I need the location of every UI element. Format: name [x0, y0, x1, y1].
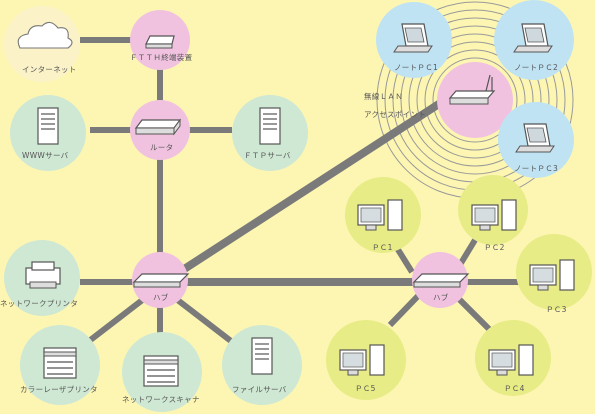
ftth-node: ＦＴＴＨ終端装置	[130, 10, 193, 70]
desktop-pc-icon	[339, 344, 385, 376]
access-point-label-line1: 無線ＬＡＮ	[364, 91, 403, 101]
pc4-node: ＰＣ4	[475, 320, 551, 396]
hub-icon	[132, 273, 190, 288]
color-printer-label: カラーレーザプリンタ	[20, 385, 98, 394]
pc5-label: ＰＣ5	[355, 384, 376, 393]
cloud-icon	[17, 21, 73, 49]
access-point-node: 無線ＬＡＮ アクセスポイント	[364, 62, 513, 138]
desktop-pc-icon	[529, 259, 575, 291]
router-label: ルータ	[150, 143, 173, 152]
access-point-icon	[448, 74, 496, 105]
pc2-label: ＰＣ2	[484, 243, 505, 252]
scanner-node: ネットワークスキャナ	[122, 332, 202, 412]
laptop3-label: ノートＰＣ3	[514, 164, 558, 173]
link-hub-accesspoint	[172, 96, 448, 279]
network-printer-node: ネットワークプリンタ	[0, 240, 80, 316]
link-hub-fileserver	[173, 295, 242, 351]
pc3-label: ＰＣ3	[546, 305, 567, 314]
server-icon	[37, 107, 59, 145]
ftth-label: ＦＴＴＨ終端装置	[130, 52, 193, 62]
router-icon	[134, 118, 182, 136]
laptop1-label: ノートＰＣ1	[394, 63, 438, 72]
hub-right-label: ハブ	[433, 292, 449, 302]
laptop2-label: ノートＰＣ2	[514, 63, 558, 72]
scanner-icon	[143, 355, 179, 387]
printer-icon	[25, 261, 61, 289]
hub-icon	[412, 273, 470, 288]
pc2-node: ＰＣ2	[458, 175, 528, 252]
server-icon	[251, 337, 273, 375]
pc3-node: ＰＣ3	[516, 234, 592, 314]
scanner-label: ネットワークスキャナ	[122, 395, 200, 404]
hub-right-node: ハブ	[412, 252, 470, 308]
pc5-node: ＰＣ5	[326, 320, 406, 400]
router-node: ルータ	[130, 100, 190, 160]
www-label: WWWサーバ	[22, 151, 69, 160]
www-server-node: WWWサーバ	[10, 95, 86, 171]
network-printer-label: ネットワークプリンタ	[0, 299, 78, 308]
laptop-icon	[513, 23, 553, 53]
laptop-icon	[515, 123, 555, 153]
pc1-node: ＰＣ1	[345, 177, 421, 253]
hub-left-node: ハブ	[132, 252, 190, 308]
color-printer-node: カラーレーザプリンタ	[20, 325, 100, 405]
laptop-icon	[393, 23, 433, 53]
internet-node: インターネット	[4, 6, 80, 82]
file-server-label: ファイルサーバ	[232, 385, 287, 394]
laptop1-node: ノートＰＣ1	[376, 2, 452, 78]
laptop3-node: ノートＰＣ3	[498, 102, 574, 178]
desktop-pc-icon	[357, 199, 403, 231]
file-server-node: ファイルサーバ	[222, 325, 302, 405]
pc1-label: ＰＣ1	[372, 243, 393, 252]
ftp-label: ＦＴＰサーバ	[244, 151, 291, 160]
desktop-pc-icon	[488, 344, 534, 376]
pc4-label: ＰＣ4	[504, 384, 525, 393]
link-hub2-pc4	[455, 295, 493, 333]
server-icon	[259, 107, 281, 145]
hub-left-label: ハブ	[153, 292, 169, 302]
laser-printer-icon	[43, 347, 77, 379]
link-hub2-pc5	[387, 293, 421, 328]
modem-icon	[145, 35, 175, 49]
access-point-label-line2: アクセスポイント	[364, 110, 426, 119]
laptop2-node: ノートＰＣ2	[494, 0, 574, 80]
desktop-pc-icon	[471, 199, 517, 231]
ftp-server-node: ＦＴＰサーバ	[232, 95, 308, 171]
internet-label: インターネット	[22, 65, 77, 74]
